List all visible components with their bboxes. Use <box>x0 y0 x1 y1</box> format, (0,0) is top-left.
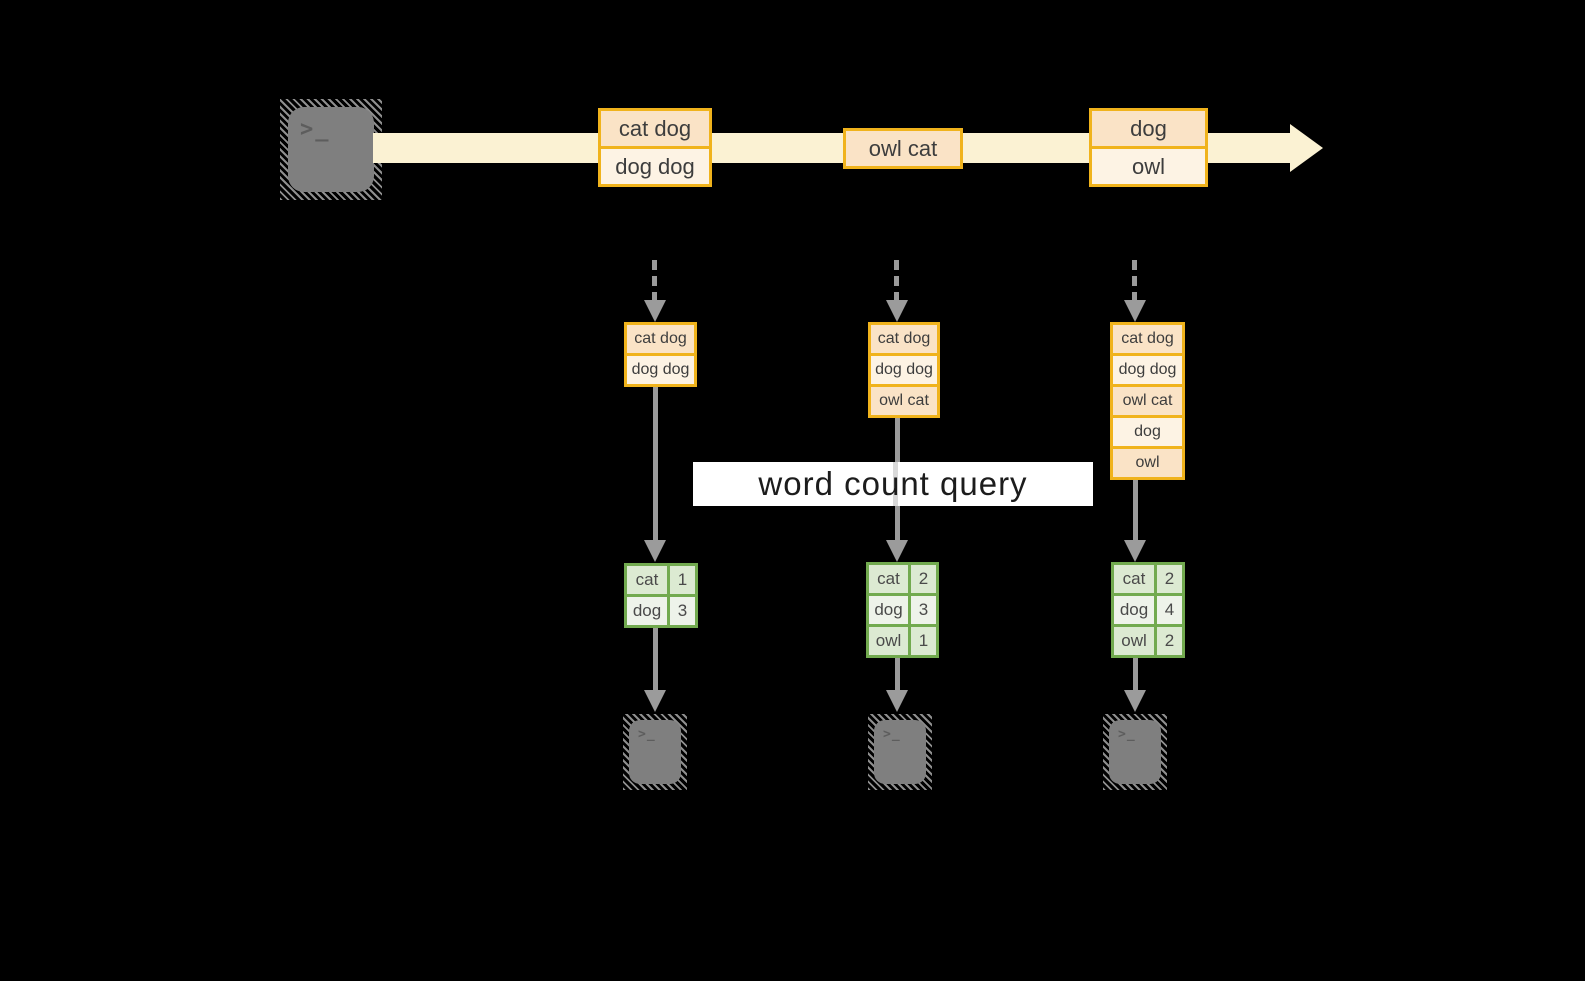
batch-item: dog dog <box>601 149 709 184</box>
buffer-item: cat dog <box>627 325 694 353</box>
flow-line <box>1133 655 1138 690</box>
terminal-body: >_ <box>874 720 926 784</box>
count-row: cat 2 <box>1114 565 1182 593</box>
sink-terminal-icon-1: >_ <box>623 714 687 790</box>
count-cell: 2 <box>911 565 936 593</box>
word-cell: dog <box>627 597 667 625</box>
ingest-arrowhead-icon <box>644 300 666 322</box>
batch-item: owl cat <box>846 131 960 166</box>
count-cell: 1 <box>911 627 936 655</box>
count-cell: 4 <box>1157 596 1182 624</box>
count-cell: 3 <box>911 596 936 624</box>
buffer-item: owl cat <box>871 387 937 415</box>
flow-arrowhead-icon <box>644 540 666 562</box>
ingest-arrowhead-icon <box>886 300 908 322</box>
batch-item: dog <box>1092 111 1205 146</box>
ingest-arrowhead-icon <box>1124 300 1146 322</box>
word-cell: cat <box>869 565 908 593</box>
stream-batch-3: dog owl <box>1089 108 1208 187</box>
source-terminal-icon: >_ <box>280 99 382 200</box>
word-cell: dog <box>869 596 908 624</box>
flow-arrowhead-icon <box>644 690 666 712</box>
terminal-prompt-icon: >_ <box>300 117 331 142</box>
count-row: cat 1 <box>627 566 695 594</box>
count-table-2: cat 2 dog 3 owl 1 <box>866 562 939 658</box>
word-count-query-banner: word count query <box>693 462 1093 506</box>
flow-line <box>1133 478 1138 542</box>
ingest-dashed-line <box>1132 260 1137 302</box>
count-cell: 2 <box>1157 565 1182 593</box>
count-row: cat 2 <box>869 565 936 593</box>
count-table-1: cat 1 dog 3 <box>624 563 698 628</box>
sink-terminal-icon-3: >_ <box>1103 714 1167 790</box>
flow-line <box>895 655 900 690</box>
sink-terminal-icon-2: >_ <box>868 714 932 790</box>
ingest-dashed-line <box>652 260 657 302</box>
count-row: dog 3 <box>627 597 695 625</box>
buffer-item: owl <box>1113 449 1182 477</box>
stream-batch-2: owl cat <box>843 128 963 169</box>
flow-line <box>653 627 658 690</box>
buffer-item: cat dog <box>871 325 937 353</box>
terminal-prompt-icon: >_ <box>638 727 656 742</box>
count-row: owl 2 <box>1114 627 1182 655</box>
count-table-3: cat 2 dog 4 owl 2 <box>1111 562 1185 658</box>
count-row: dog 3 <box>869 596 936 624</box>
stream-batch-1: cat dog dog dog <box>598 108 712 187</box>
count-row: owl 1 <box>869 627 936 655</box>
query-banner-label: word count query <box>758 465 1028 502</box>
count-cell: 1 <box>670 566 695 594</box>
batch-item: cat dog <box>601 111 709 146</box>
buffer-stack-3: cat dog dog dog owl cat dog owl <box>1110 322 1185 480</box>
count-cell: 2 <box>1157 627 1182 655</box>
word-cell: owl <box>869 627 908 655</box>
flow-arrowhead-icon <box>1124 690 1146 712</box>
terminal-body: >_ <box>288 107 374 192</box>
buffer-item: cat dog <box>1113 325 1182 353</box>
buffer-item: dog dog <box>871 356 937 384</box>
word-cell: dog <box>1114 596 1154 624</box>
flow-line <box>653 385 658 542</box>
word-cell: owl <box>1114 627 1154 655</box>
flow-arrowhead-icon <box>1124 540 1146 562</box>
terminal-prompt-icon: >_ <box>1118 727 1136 742</box>
count-row: dog 4 <box>1114 596 1182 624</box>
buffer-item: dog dog <box>627 356 694 384</box>
buffer-item: dog dog <box>1113 356 1182 384</box>
word-cell: cat <box>1114 565 1154 593</box>
buffer-stack-2: cat dog dog dog owl cat <box>868 322 940 418</box>
word-cell: cat <box>627 566 667 594</box>
buffer-stack-1: cat dog dog dog <box>624 322 697 387</box>
buffer-item: owl cat <box>1113 387 1182 415</box>
flow-line-through-banner <box>893 462 898 506</box>
batch-item: owl <box>1092 149 1205 184</box>
buffer-item: dog <box>1113 418 1182 446</box>
flow-arrowhead-icon <box>886 690 908 712</box>
count-cell: 3 <box>670 597 695 625</box>
stream-arrowhead-icon <box>1290 124 1323 172</box>
flow-arrowhead-icon <box>886 540 908 562</box>
terminal-body: >_ <box>629 720 681 784</box>
terminal-prompt-icon: >_ <box>883 727 901 742</box>
terminal-body: >_ <box>1109 720 1161 784</box>
ingest-dashed-line <box>894 260 899 302</box>
